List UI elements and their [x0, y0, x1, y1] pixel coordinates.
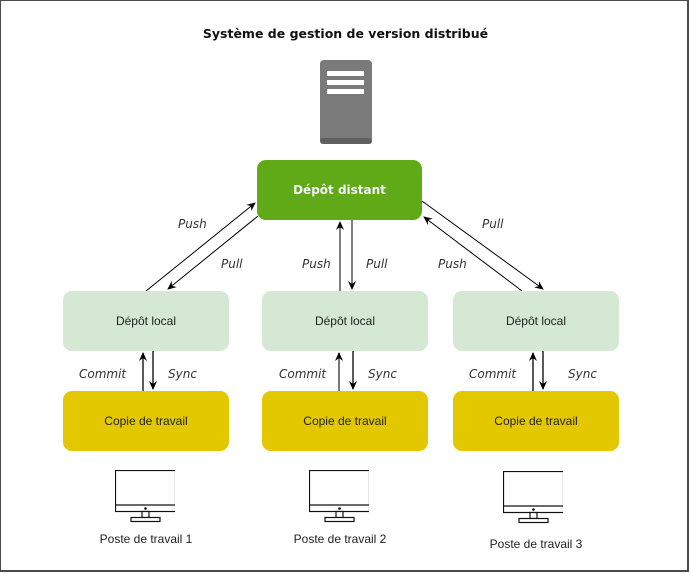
push-label-3: Push — [438, 257, 467, 271]
server-icon — [320, 60, 372, 144]
working-copy-node-3[interactable]: Copie de travail — [453, 391, 619, 451]
pull-arrow-1 — [167, 215, 259, 290]
remote-repository-node[interactable]: Dépôt distant — [257, 160, 422, 220]
remote-repository-label: Dépôt distant — [293, 183, 386, 197]
sync-label-2: Sync — [368, 367, 397, 381]
push-arrow-1 — [145, 202, 256, 292]
pull-label-3: Pull — [482, 217, 504, 231]
local-repository-node-3[interactable]: Dépôt local — [453, 291, 619, 351]
pull-arrow-3 — [421, 200, 544, 290]
workstation-label-3: Poste de travail 3 — [489, 537, 583, 551]
working-copy-label: Copie de travail — [494, 414, 578, 428]
local-repository-node-2[interactable]: Dépôt local — [262, 291, 428, 351]
pull-label-2: Pull — [366, 257, 388, 271]
local-repository-node-1[interactable]: Dépôt local — [63, 291, 229, 351]
workstation-label-1: Poste de travail 1 — [99, 532, 193, 546]
diagram-title: Système de gestion de version distribué — [202, 26, 489, 41]
push-label-2: Push — [302, 257, 331, 271]
workstation-label-2: Poste de travail 2 — [293, 532, 387, 546]
working-copy-node-1[interactable]: Copie de travail — [63, 391, 229, 451]
workstation-monitor-icon — [115, 470, 175, 523]
push-label-1: Push — [178, 217, 207, 231]
commit-label-1: Commit — [79, 367, 127, 381]
local-repository-label: Dépôt local — [115, 314, 177, 328]
working-copy-node-2[interactable]: Copie de travail — [262, 391, 428, 451]
pull-label-1: Pull — [221, 257, 243, 271]
local-repository-label: Dépôt local — [314, 314, 376, 328]
working-copy-label: Copie de travail — [303, 414, 387, 428]
local-repository-label: Dépôt local — [505, 314, 567, 328]
workstation-monitor-icon — [309, 470, 369, 523]
sync-label-1: Sync — [168, 367, 197, 381]
commit-label-2: Commit — [279, 367, 327, 381]
working-copy-label: Copie de travail — [104, 414, 188, 428]
workstation-monitor-icon — [503, 471, 563, 524]
commit-label-3: Commit — [469, 367, 517, 381]
sync-label-3: Sync — [568, 367, 597, 381]
push-arrow-3 — [423, 216, 523, 292]
